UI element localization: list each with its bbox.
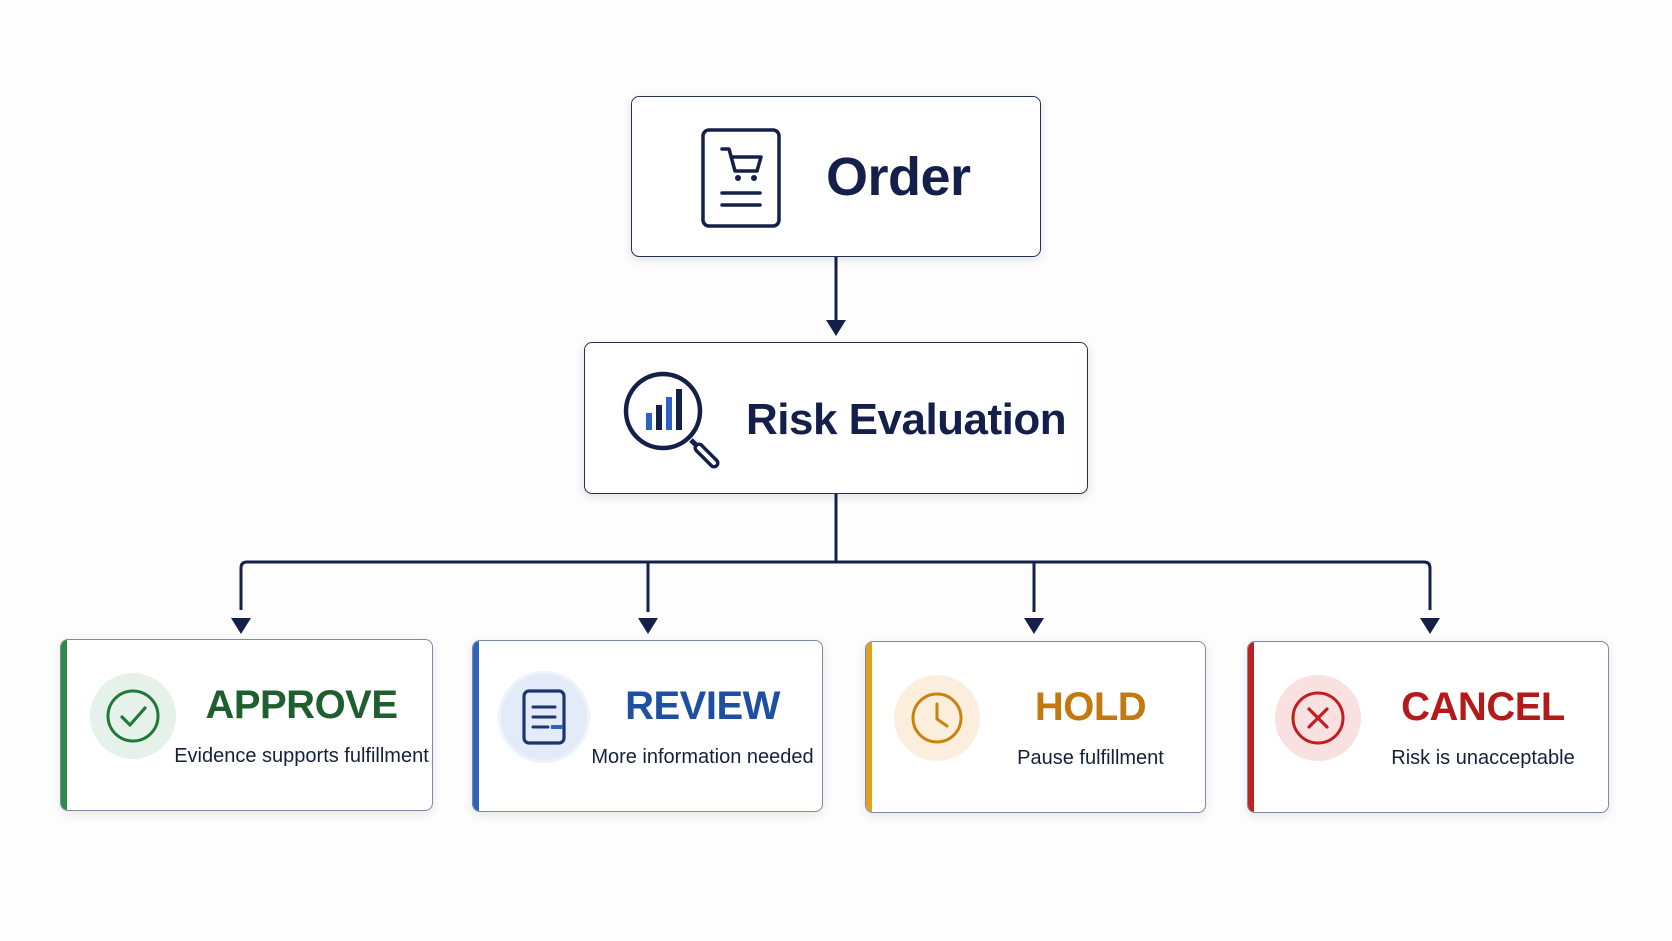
order-label: Order bbox=[826, 147, 971, 207]
hold-card: HOLD Pause fulfillment bbox=[865, 641, 1206, 813]
magnifier-bar-chart-icon bbox=[621, 369, 723, 478]
arrow-to-cancel bbox=[1420, 618, 1440, 634]
clock-icon bbox=[894, 675, 980, 761]
arrow-to-review bbox=[638, 618, 658, 634]
check-circle-icon bbox=[90, 673, 176, 759]
order-node: Order bbox=[631, 96, 1041, 257]
hold-title: HOLD bbox=[1034, 685, 1147, 729]
approve-title: APPROVE bbox=[205, 683, 398, 727]
x-circle-icon bbox=[1275, 675, 1361, 761]
approve-accent-bar bbox=[61, 640, 67, 810]
cancel-accent-bar bbox=[1248, 642, 1254, 812]
cancel-card: CANCEL Risk is unacceptable bbox=[1247, 641, 1609, 813]
review-title: REVIEW bbox=[625, 684, 780, 728]
cancel-description: Risk is unacceptable bbox=[1391, 747, 1575, 769]
cancel-title: CANCEL bbox=[1401, 685, 1565, 729]
approve-card: APPROVE Evidence supports fulfillment bbox=[60, 639, 433, 811]
edge-order-to-risk-arrow bbox=[826, 320, 846, 336]
document-icon bbox=[501, 674, 587, 760]
review-card: REVIEW More information needed bbox=[472, 640, 823, 812]
edge-branch-bus bbox=[239, 560, 1432, 610]
hold-accent-bar bbox=[866, 642, 872, 812]
arrow-to-hold bbox=[1024, 618, 1044, 634]
review-accent-bar bbox=[473, 641, 479, 811]
risk-evaluation-label: Risk Evaluation bbox=[746, 395, 1067, 444]
hold-description: Pause fulfillment bbox=[1017, 747, 1164, 769]
arrow-to-approve bbox=[231, 618, 251, 634]
review-description: More information needed bbox=[591, 746, 814, 768]
cart-document-icon bbox=[700, 127, 782, 234]
risk-evaluation-node: Risk Evaluation bbox=[584, 342, 1088, 494]
approve-description: Evidence supports fulfillment bbox=[174, 745, 429, 767]
